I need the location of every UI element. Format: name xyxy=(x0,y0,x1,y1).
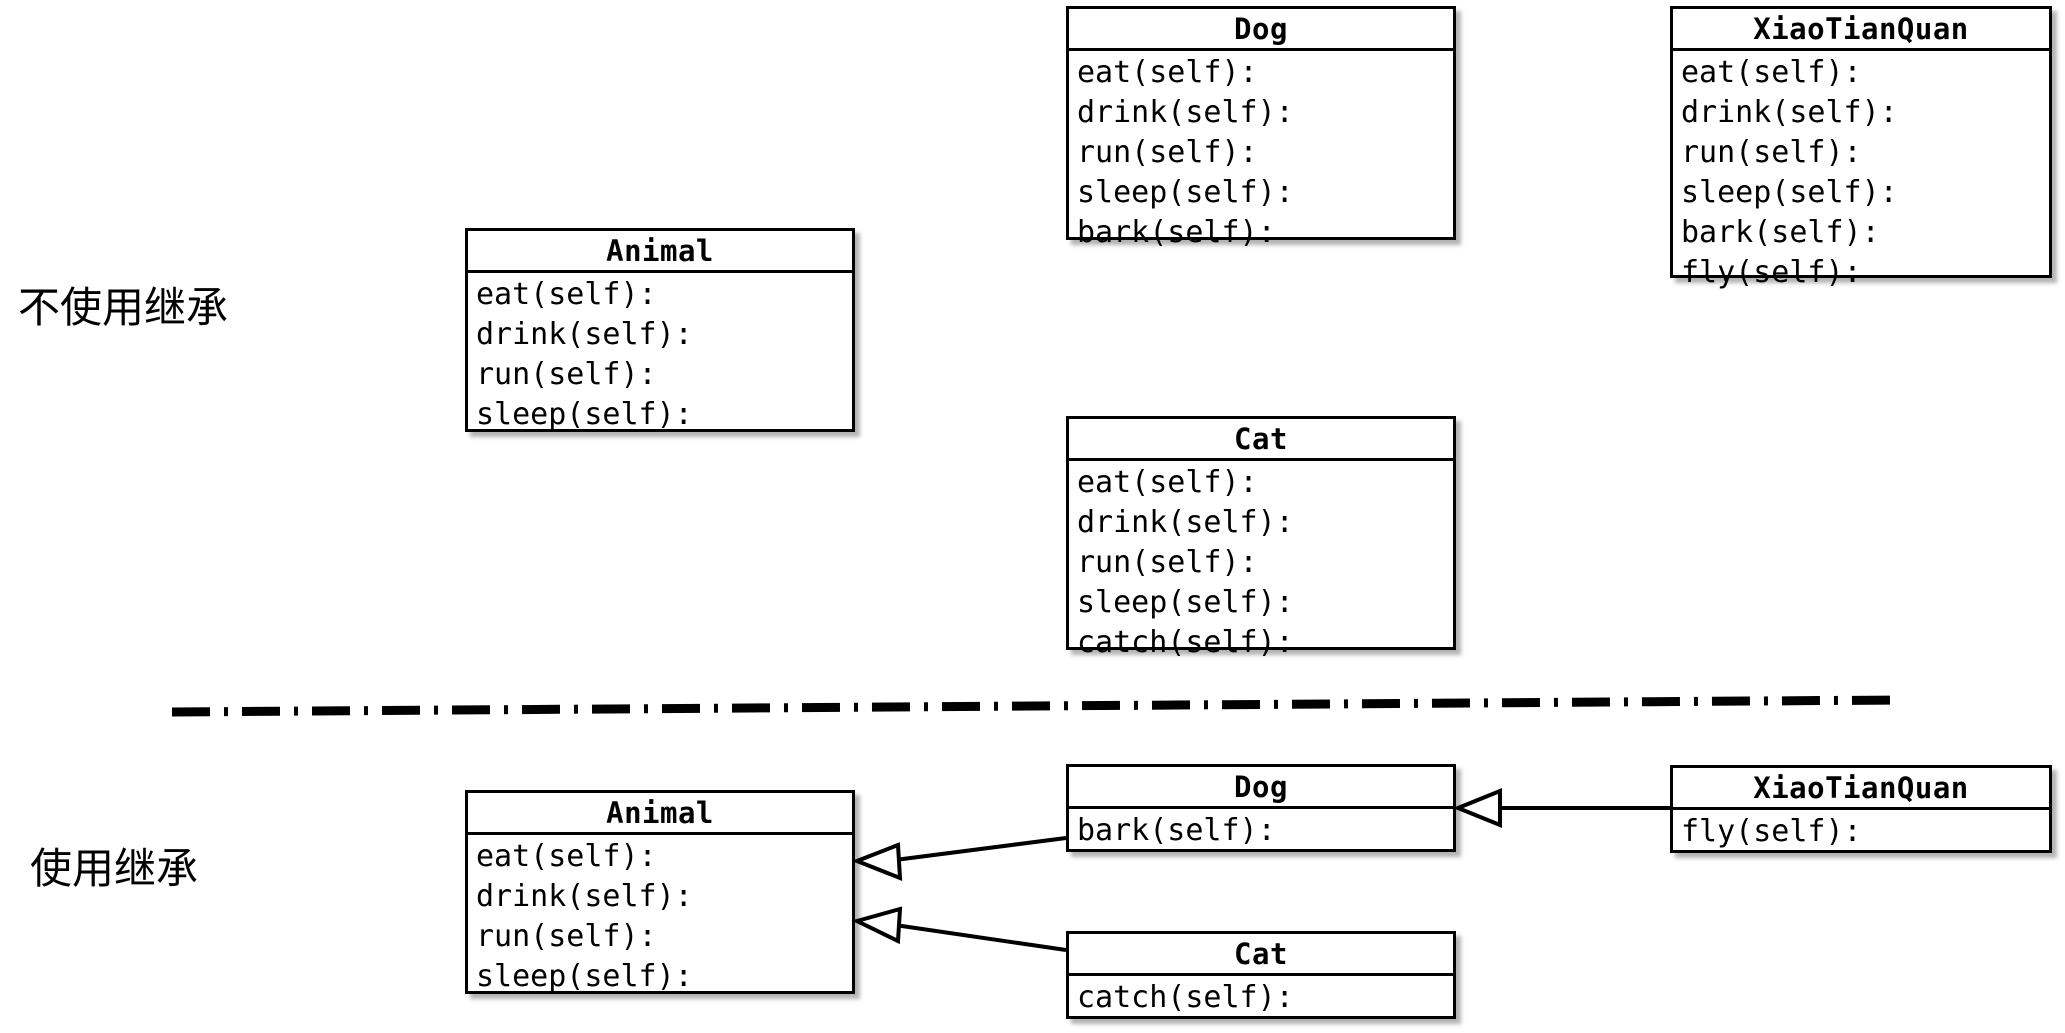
class-box-cat-bottom[interactable]: Cat catch(self): xyxy=(1066,931,1456,1019)
class-member: sleep(self): xyxy=(1681,175,1898,210)
class-member: fly(self): xyxy=(1681,814,1862,849)
class-member: sleep(self): xyxy=(1077,585,1294,620)
class-member: bark(self): xyxy=(1077,813,1276,848)
class-member: run(self): xyxy=(476,357,657,392)
class-member: eat(self): xyxy=(476,839,657,874)
class-member: drink(self): xyxy=(1077,505,1294,540)
class-title-dog-bottom: Dog xyxy=(1069,767,1453,809)
hollow-triangle-arrowhead-icon xyxy=(851,842,903,882)
section-label-with-inheritance: 使用继承 xyxy=(30,844,199,893)
class-members-animal-bottom: eat(self): drink(self): run(self): sleep… xyxy=(468,835,852,1001)
class-title-dog-top: Dog xyxy=(1069,9,1453,51)
class-member: eat(self): xyxy=(1077,55,1258,90)
class-box-xiaotianquan-top[interactable]: XiaoTianQuan eat(self): drink(self): run… xyxy=(1670,6,2052,290)
class-member: catch(self): xyxy=(1077,980,1294,1015)
class-members-xiaotianquan-bottom: fly(self): xyxy=(1673,810,2049,856)
class-member: eat(self): xyxy=(476,277,657,312)
class-title-cat-top: Cat xyxy=(1069,419,1453,461)
relation-xiaotianquan-to-dog xyxy=(1452,788,1670,828)
class-member: drink(self): xyxy=(476,317,693,352)
class-member: bark(self): xyxy=(1681,215,1880,250)
class-title-xiaotianquan-bottom: XiaoTianQuan xyxy=(1673,768,2049,810)
class-members-cat-bottom: catch(self): xyxy=(1069,976,1453,1022)
class-title-animal-bottom: Animal xyxy=(468,793,852,835)
class-member: sleep(self): xyxy=(476,397,693,432)
class-members-dog-bottom: bark(self): xyxy=(1069,809,1453,855)
relation-cat-to-animal xyxy=(851,906,1067,952)
class-member: sleep(self): xyxy=(1077,175,1294,210)
class-member: drink(self): xyxy=(476,879,693,914)
class-member: run(self): xyxy=(1681,135,1862,170)
class-member: drink(self): xyxy=(1077,95,1294,130)
hollow-triangle-arrowhead-icon xyxy=(851,906,903,945)
class-member: run(self): xyxy=(476,919,657,954)
class-member: run(self): xyxy=(1077,135,1258,170)
hollow-triangle-arrowhead-icon xyxy=(1452,788,1502,828)
class-member: sleep(self): xyxy=(476,959,693,994)
class-members-dog-top: eat(self): drink(self): run(self): sleep… xyxy=(1069,51,1453,257)
class-members-xiaotianquan-top: eat(self): drink(self): run(self): sleep… xyxy=(1673,51,2049,297)
relation-line xyxy=(894,923,1067,952)
class-title-cat-bottom: Cat xyxy=(1069,934,1453,976)
relation-line xyxy=(894,836,1067,862)
class-member: run(self): xyxy=(1077,545,1258,580)
class-box-xiaotianquan-bottom[interactable]: XiaoTianQuan fly(self): xyxy=(1670,765,2052,853)
class-member: bark(self): xyxy=(1077,215,1276,250)
class-title-xiaotianquan-top: XiaoTianQuan xyxy=(1673,9,2049,51)
class-members-cat-top: eat(self): drink(self): run(self): sleep… xyxy=(1069,461,1453,667)
class-box-animal-top[interactable]: Animal eat(self): drink(self): run(self)… xyxy=(465,228,855,432)
class-members-animal-top: eat(self): drink(self): run(self): sleep… xyxy=(468,273,852,439)
class-member: eat(self): xyxy=(1681,55,1862,90)
class-member: eat(self): xyxy=(1077,465,1258,500)
class-title-animal-top: Animal xyxy=(468,231,852,273)
class-box-animal-bottom[interactable]: Animal eat(self): drink(self): run(self)… xyxy=(465,790,855,994)
class-member: drink(self): xyxy=(1681,95,1898,130)
divider-line xyxy=(171,695,1901,717)
class-member: fly(self): xyxy=(1681,255,1862,290)
class-box-cat-top[interactable]: Cat eat(self): drink(self): run(self): s… xyxy=(1066,416,1456,660)
relation-dog-to-animal xyxy=(851,836,1067,882)
class-box-dog-bottom[interactable]: Dog bark(self): xyxy=(1066,764,1456,852)
class-member: catch(self): xyxy=(1077,625,1294,660)
class-box-dog-top[interactable]: Dog eat(self): drink(self): run(self): s… xyxy=(1066,6,1456,250)
section-label-no-inheritance: 不使用继承 xyxy=(18,283,229,332)
